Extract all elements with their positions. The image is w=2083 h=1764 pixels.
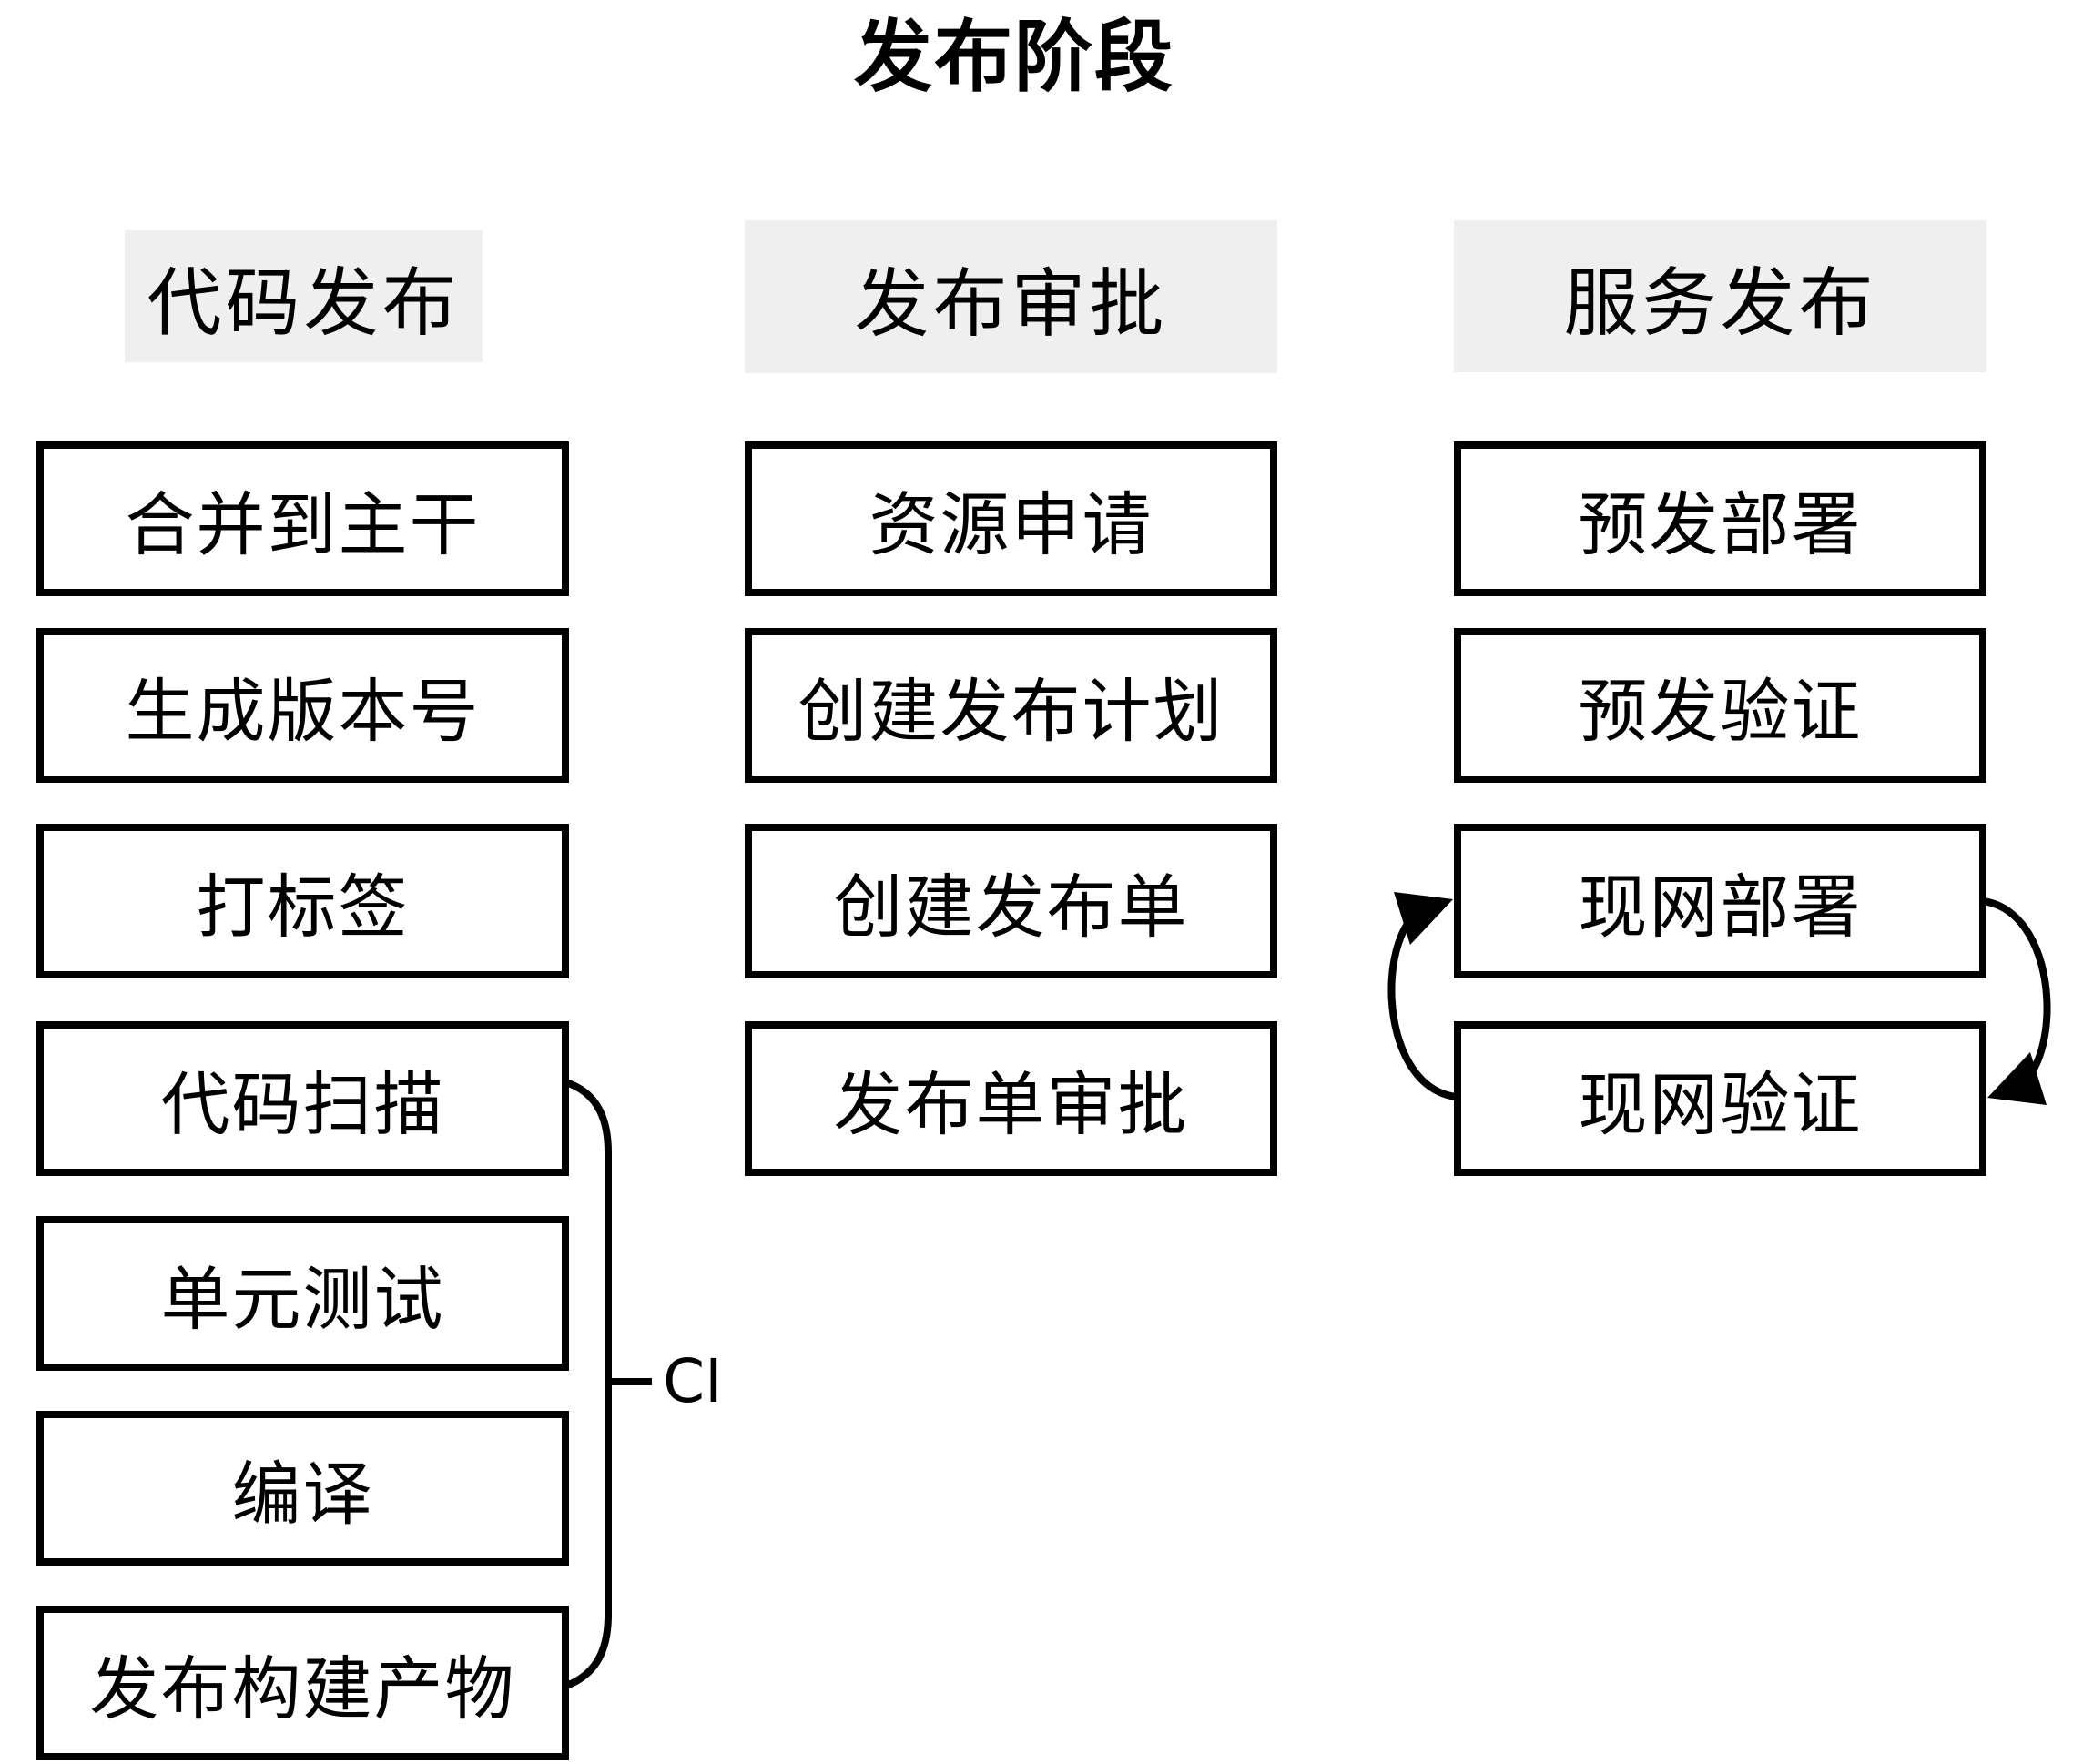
step-staging-deploy: 预发部署 [1454,441,1986,596]
column-header-code-release: 代码发布 [125,230,483,362]
step-tag: 打标签 [36,824,569,978]
step-merge-to-trunk: 合并到主干 [36,441,569,596]
step-create-release-ticket: 创建发布单 [745,824,1277,978]
loop-arrow-right-icon [1982,897,2051,1098]
ci-bracket [561,1078,612,1689]
step-create-release-plan: 创建发布计划 [745,628,1277,783]
loop-arrow-left-icon [1387,899,1457,1100]
step-code-scan: 代码扫描 [36,1021,569,1176]
step-production-verify: 现网验证 [1454,1021,1986,1176]
step-resource-request: 资源申请 [745,441,1277,596]
step-generate-version: 生成版本号 [36,628,569,783]
step-compile: 编译 [36,1411,569,1566]
step-publish-build-artifact: 发布构建产物 [36,1606,569,1760]
ci-label: CI [663,1346,723,1416]
loop-arrowhead-up-icon [1394,892,1453,945]
step-release-ticket-approval: 发布单审批 [745,1021,1277,1176]
column-header-service-release: 服务发布 [1454,220,1986,372]
column-header-release-approval: 发布审批 [745,220,1277,373]
loop-arrowhead-down-icon [1987,1052,2047,1105]
step-staging-verify: 预发验证 [1454,628,1986,783]
step-production-deploy: 现网部署 [1454,824,1986,978]
diagram-title: 发布阶段 [854,12,1174,103]
step-unit-test: 单元测试 [36,1216,569,1371]
